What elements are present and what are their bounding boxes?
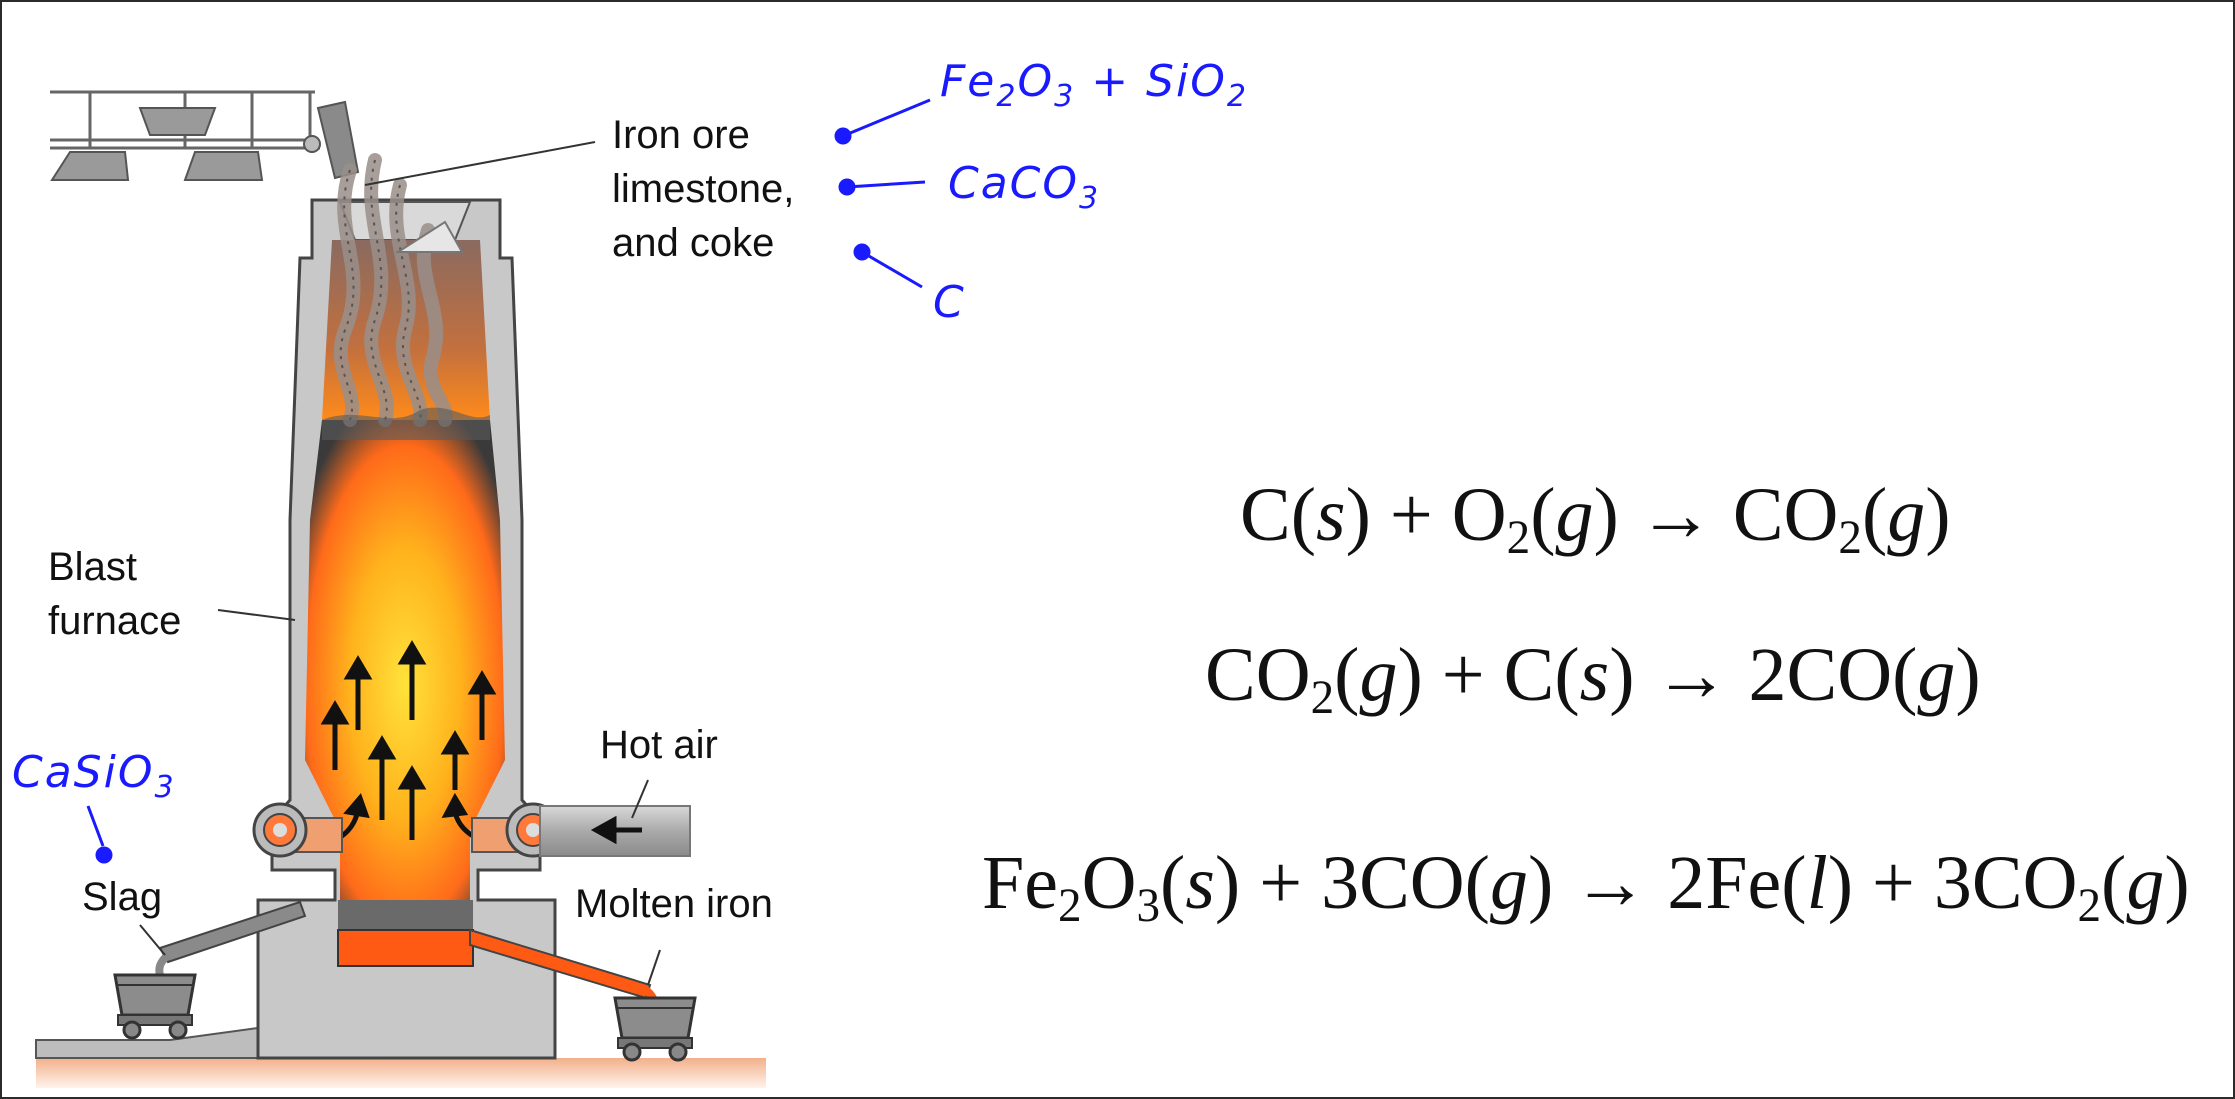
hot-air-arrow bbox=[590, 815, 642, 845]
conveyor-wheel bbox=[303, 135, 321, 153]
blast-furnace-label-line1: Blast bbox=[48, 545, 137, 589]
burden-surface bbox=[322, 407, 490, 440]
molten-iron-label: Molten iron bbox=[575, 882, 773, 926]
handwritten-pointers bbox=[86, 98, 931, 864]
feed-label-line2: limestone, bbox=[612, 167, 795, 211]
handwritten-caco3: CaCO3 bbox=[948, 158, 1101, 216]
ore-stream-dots bbox=[339, 159, 422, 421]
conveyor bbox=[50, 90, 320, 150]
skip-chute bbox=[316, 100, 360, 180]
equation-3: Fe2O3(s) + 3CO(g) → 2Fe(l) + 3CO2(g) bbox=[982, 841, 2190, 933]
conveyor-support-left bbox=[50, 151, 130, 181]
ground bbox=[36, 1058, 766, 1088]
conveyor-support-right bbox=[183, 151, 264, 181]
slag-layer bbox=[338, 900, 473, 930]
handwritten-casio3: CaSiO3 bbox=[12, 747, 176, 805]
handwritten-fe2o3-sio2: Fe2O3 + SiO2 bbox=[940, 56, 1248, 114]
blast-furnace-label-line2: furnace bbox=[48, 599, 182, 643]
iron-car bbox=[613, 996, 697, 1062]
molten-iron-layer bbox=[337, 929, 474, 967]
leader-lines bbox=[139, 141, 661, 986]
slag-label: Slag bbox=[82, 875, 163, 919]
handwritten-c: C bbox=[933, 277, 966, 328]
tuyere-left bbox=[252, 802, 308, 858]
hot-gas-arrows bbox=[319, 640, 497, 848]
blast-furnace-label: Blast furnace bbox=[48, 540, 181, 648]
feed-label: Iron ore limestone, and coke bbox=[612, 108, 794, 270]
skip-car bbox=[138, 107, 217, 136]
equation-1: C(s) + O2(g) → CO2(g) bbox=[1240, 473, 1951, 565]
feed-label-line1: Iron ore bbox=[612, 113, 750, 157]
hot-air-label: Hot air bbox=[600, 723, 718, 767]
feed-label-line3: and coke bbox=[612, 221, 775, 265]
charge-pile bbox=[394, 220, 464, 253]
slag-pour bbox=[155, 951, 171, 977]
equation-2: CO2(g) + C(s) → 2CO(g) bbox=[1205, 633, 1981, 725]
slag-car bbox=[113, 973, 197, 1040]
ground-slab bbox=[35, 1026, 259, 1059]
